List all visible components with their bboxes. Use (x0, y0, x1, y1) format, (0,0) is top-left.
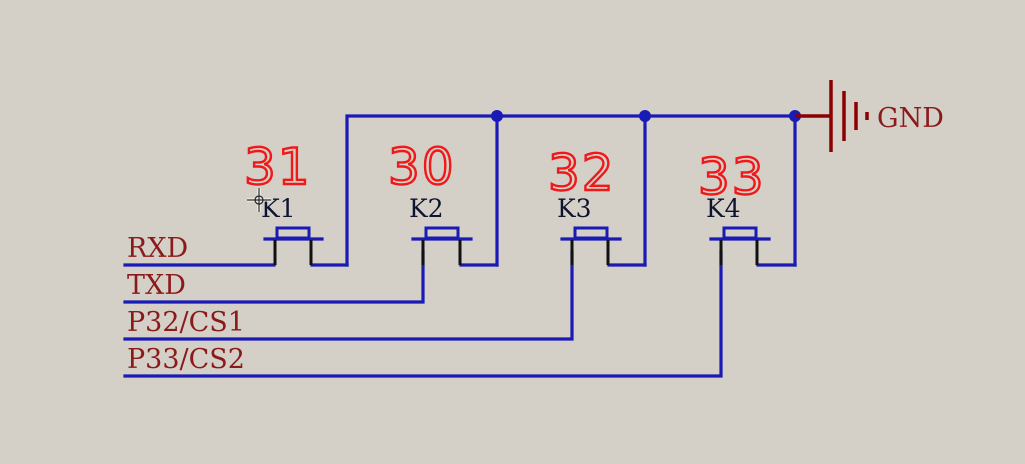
handwritten-note-k3: 32 (548, 144, 616, 202)
handwritten-note-k4: 33 (698, 148, 766, 206)
net-label-p33: P33/CS2 (127, 344, 245, 375)
net-p32-wire (123, 250, 574, 341)
switch-ref-k3: K3 (557, 194, 592, 223)
gnd-net-label: GND (877, 103, 944, 134)
switch-k3[interactable] (560, 226, 622, 265)
switch-k1[interactable] (263, 226, 324, 265)
handwritten-note-k1: 31 (244, 138, 312, 196)
ground-icon (795, 80, 869, 152)
net-label-rxd: RXD (127, 233, 188, 264)
handwritten-note-k2: 30 (388, 138, 456, 196)
switch-k4[interactable] (709, 226, 771, 265)
crosshair-cursor-icon (247, 188, 271, 212)
switch-ref-k1: K1 (261, 194, 296, 223)
switch-ref-k2: K2 (409, 194, 444, 223)
junction-dot (639, 110, 651, 122)
net-label-p32: P32/CS1 (127, 307, 245, 338)
net-txd-wire (123, 250, 425, 304)
switch-ref-k4: K4 (706, 194, 741, 223)
net-label-txd: TXD (127, 270, 186, 301)
net-p33-wire (123, 250, 723, 378)
junction-dot (491, 110, 503, 122)
ground-bus (345, 110, 801, 267)
switch-k2[interactable] (411, 226, 473, 265)
